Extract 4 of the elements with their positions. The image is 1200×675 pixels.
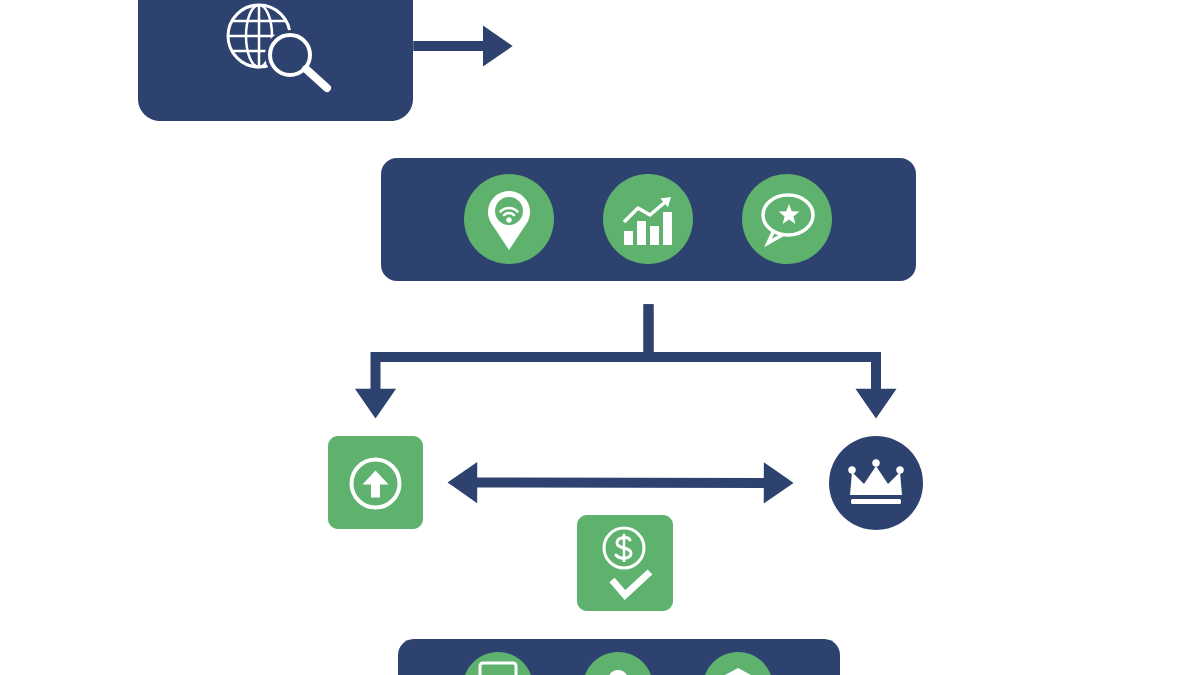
process-box bbox=[138, 0, 413, 121]
icon-tile bbox=[577, 515, 673, 611]
icon-circle bbox=[742, 174, 832, 264]
icon-tile bbox=[328, 436, 423, 529]
